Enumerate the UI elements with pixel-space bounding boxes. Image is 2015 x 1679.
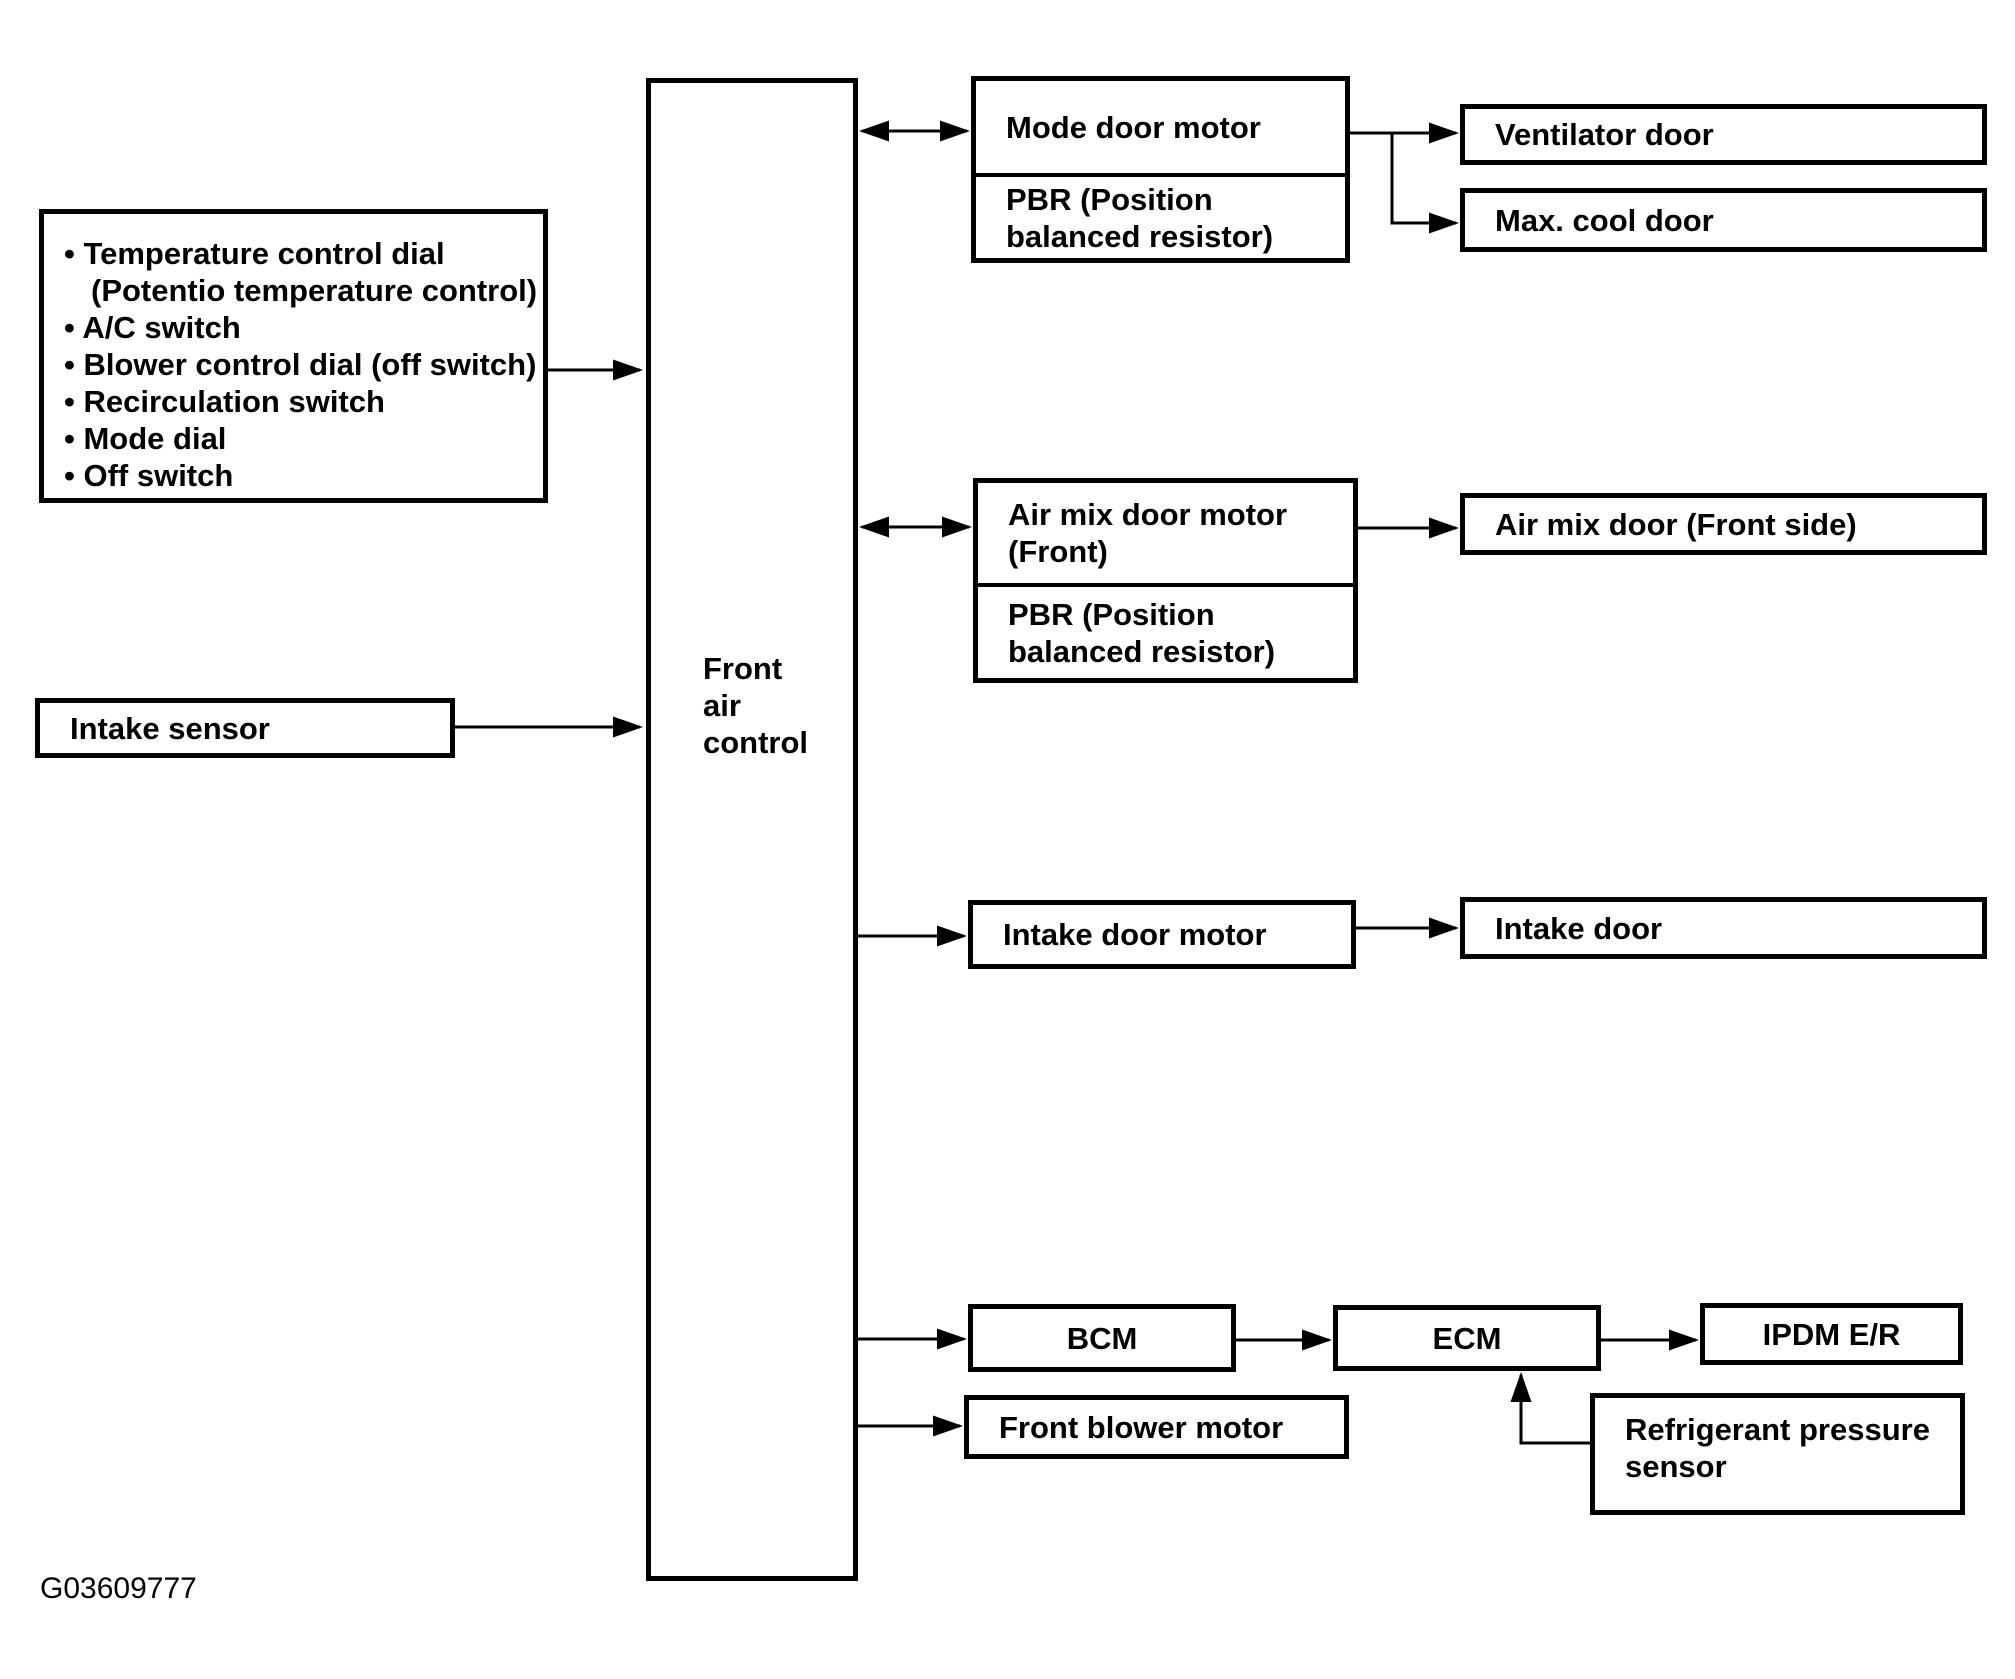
air-mix-door-motor-label: Air mix door motor [1008,497,1288,532]
list-item-continuation: (Potentio temperature control) [91,273,538,308]
intake-door-label: Intake door [1495,910,1663,946]
list-item: • Temperature control dial [64,236,445,271]
ventilator-door-label: Ventilator door [1495,117,1714,152]
air-mix-door-label: Air mix door (Front side) [1495,506,1857,542]
intake-sensor-box: Intake sensor [35,698,455,758]
pbr-label: PBR (Position [1006,181,1213,217]
list-item: • A/C switch [64,310,241,345]
mode-door-motor-group-box: Mode door motor PBR (Position balanced r… [971,76,1350,263]
mode-door-motor-cell: Mode door motor [976,81,1345,173]
bcm-label: BCM [1066,1320,1138,1356]
list-item: • Off switch [64,458,234,493]
ventilator-door-box: Ventilator door [1460,104,1987,165]
max-cool-door-label: Max. cool door [1495,202,1714,238]
pbr-label: balanced resistor) [1006,218,1274,254]
pbr-label: balanced resistor) [1008,633,1276,669]
ecm-label: ECM [1432,1320,1502,1356]
intake-door-motor-box: Intake door motor [968,900,1356,969]
list-item: • Mode dial [64,421,227,456]
front-blower-motor-label: Front blower motor [999,1409,1284,1445]
front-air-control-label: air [703,688,741,723]
air-mix-door-motor-label: (Front) [1008,534,1108,569]
mode-door-motor-label: Mode door motor [1006,109,1261,145]
ipdm-er-box: IPDM E/R [1700,1303,1963,1365]
refrigerant-pressure-sensor-box: Refrigerant pressure sensor [1590,1393,1965,1515]
list-item: • Recirculation switch [64,384,385,419]
front-air-control-box: Front air control [646,78,858,1581]
max-cool-door-box: Max. cool door [1460,188,1987,252]
control-panel-inputs-box: • Temperature control dial (Potentio tem… [39,209,548,503]
refrigerant-pressure-sensor-label: Refrigerant pressure [1625,1412,1930,1447]
air-mix-door-motor-group-box: Air mix door motor (Front) PBR (Position… [973,478,1358,683]
front-air-control-label: control [703,725,809,760]
mode-pbr-cell: PBR (Position balanced resistor) [976,173,1345,258]
pbr-label: PBR (Position [1008,596,1215,632]
figure-id-caption: G03609777 [40,1572,197,1605]
list-item: • Blower control dial (off switch) [64,347,537,382]
arrow-mode-to-max-cool-door [1390,133,1459,234]
front-air-control-label: Front [703,651,783,686]
air-mix-door-motor-cell: Air mix door motor (Front) [978,483,1353,583]
arrow-refrigerant-to-ecm [1510,1372,1590,1445]
bcm-box: BCM [968,1304,1236,1372]
air-mix-door-box: Air mix door (Front side) [1460,493,1987,555]
intake-door-motor-label: Intake door motor [1003,917,1267,952]
front-blower-motor-box: Front blower motor [964,1395,1349,1459]
intake-sensor-label: Intake sensor [70,710,270,746]
ecm-box: ECM [1333,1305,1601,1371]
intake-door-box: Intake door [1460,897,1987,959]
refrigerant-pressure-sensor-label: sensor [1625,1449,1727,1484]
air-mix-pbr-cell: PBR (Position balanced resistor) [978,583,1353,678]
ipdm-er-label: IPDM E/R [1762,1316,1901,1352]
